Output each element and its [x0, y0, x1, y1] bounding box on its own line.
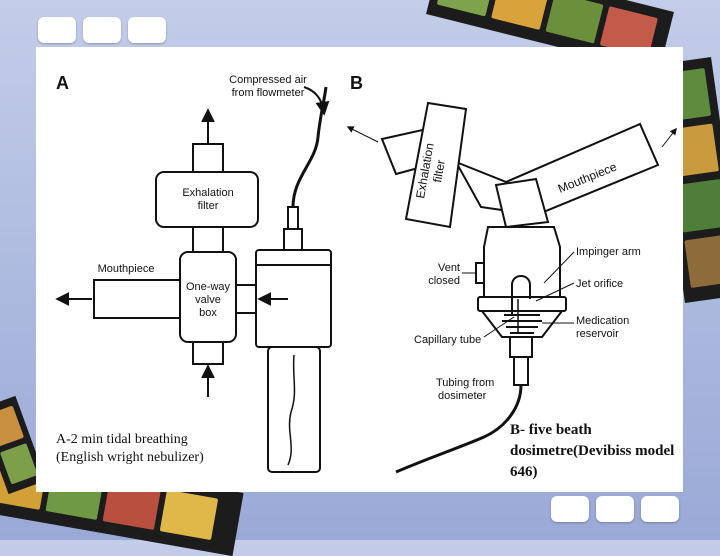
film-frame	[0, 443, 38, 485]
nebulizer-bottle	[267, 346, 321, 473]
film-frame	[676, 178, 720, 233]
nebulizer-inlet	[283, 228, 303, 251]
film-frame	[491, 0, 550, 30]
label-jet-orifice: Jet orifice	[576, 278, 623, 290]
label-medication: Medication	[576, 315, 629, 327]
nebulizer-rim-b	[477, 296, 567, 312]
filter-top-neck	[192, 143, 224, 173]
film-frame	[0, 405, 25, 447]
slide-tab	[596, 496, 634, 522]
label-compressed-air: Compressed air	[229, 74, 307, 86]
valve-bottom-neck	[192, 341, 224, 365]
panel-a-text: A Compressed air from flowmeter Exhalati…	[56, 73, 307, 319]
slide-tab	[641, 496, 679, 522]
caption-a-line1: A-2 min tidal breathing	[56, 432, 188, 447]
nebulizer-diagram: A Compressed air from flowmeter Exhalati…	[55, 73, 677, 474]
panel-b-letter: B	[350, 73, 363, 93]
label-one-way: One-way	[186, 281, 231, 293]
film-frame	[159, 489, 219, 541]
label-capillary-tube: Capillary tube	[414, 334, 481, 346]
panel-b-details	[346, 126, 677, 474]
label-reservoir: reservoir	[576, 328, 619, 340]
label-closed: closed	[428, 275, 460, 287]
label-box: box	[199, 307, 217, 319]
film-frame	[545, 0, 604, 44]
caption-panel-a: A-2 min tidal breathing (English wright …	[56, 431, 204, 467]
label-mouthpiece-a: Mouthpiece	[98, 263, 155, 275]
slide-tab	[38, 17, 76, 43]
caption-panel-b: B- five beath dosimetre(Devibiss model 6…	[510, 422, 675, 480]
nebulizer-stem-tip-b	[513, 356, 529, 386]
nebulizer-inlet-tip	[287, 206, 299, 230]
label-filter-b: filter	[430, 159, 448, 184]
vent-tab	[475, 262, 485, 284]
nebulizer-body-b	[483, 226, 561, 298]
slide-tab	[128, 17, 166, 43]
film-frame	[684, 234, 720, 289]
label-tubing-from: Tubing from	[436, 377, 494, 389]
valve-side-connector	[235, 284, 257, 314]
slide-tab	[83, 17, 121, 43]
compressed-air-tube	[291, 86, 328, 208]
label-exhalation-filter-a: Exhalation	[182, 187, 233, 199]
slide-tab	[551, 496, 589, 522]
caption-a-line2: (English wright nebulizer)	[56, 450, 204, 465]
diagram-panel: A Compressed air from flowmeter Exhalati…	[36, 47, 683, 492]
panel-a-letter: A	[56, 73, 69, 93]
nebulizer-cup-b	[479, 310, 565, 338]
y-junction-neck	[494, 177, 550, 229]
filter-bottom-neck	[192, 226, 224, 253]
panel-a	[55, 86, 332, 473]
panel-b	[380, 101, 660, 386]
film-frame	[436, 0, 495, 17]
label-valve: valve	[195, 294, 221, 306]
label-dosimeter: dosimeter	[438, 390, 487, 402]
medication-fill	[502, 314, 542, 334]
exhalation-filter-b	[404, 101, 468, 229]
label-filter-a: filter	[198, 200, 219, 212]
label-from-flowmeter: from flowmeter	[232, 87, 305, 99]
label-vent: Vent	[438, 262, 460, 274]
nebulizer-inner-tube	[287, 354, 296, 466]
impinger-arm-shape	[511, 275, 531, 315]
mouthpiece-tube	[93, 279, 181, 319]
dosimeter-tubing	[395, 384, 523, 474]
nebulizer-stem-b	[509, 336, 533, 358]
label-impinger-arm: Impinger arm	[576, 246, 641, 258]
